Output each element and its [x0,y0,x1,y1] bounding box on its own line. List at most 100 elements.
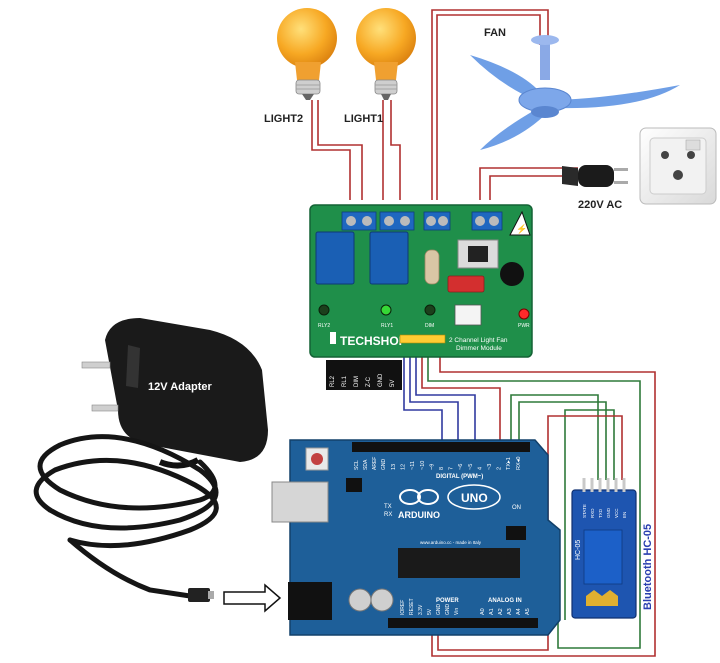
wire-ac-a [479,167,578,200]
wire-gnd-mod [427,355,641,649]
adapter-cable [33,434,219,599]
digital-header [352,442,530,452]
hc05-pin [614,478,618,492]
wire-zc [421,355,501,440]
fan-label: FAN [484,27,506,39]
wire-dim [415,355,476,440]
digital-pin-label: 8 [439,467,445,470]
hc05-pin [582,478,586,492]
adapter-label: 12V Adapter [148,381,213,393]
ceiling-fan [470,35,680,150]
adapter-prong-2 [91,404,119,412]
light2-bulb [277,8,337,100]
digital-header-label: DIGITAL (PWM~) [436,474,483,480]
dc-barrel-plug [188,588,210,602]
wire-fan-b [436,14,541,200]
ac-socket [639,127,717,205]
analog-pin-label: A1 [489,608,495,615]
power-pin-label: GND [445,604,451,616]
bluetooth-label: Bluetooth HC-05 [642,524,654,610]
module-header [399,334,446,344]
module-brand: TECHSHOP [340,334,407,348]
arduino-model: UNO [461,491,488,505]
digital-pin-label: ~3 [487,464,493,470]
dimmer-module: ⚡ RLY2 RLY1 DIM PWR TECHSHOP 2 Channel L… [309,204,533,358]
hc05-pin-label: STATE [582,504,587,518]
wire-light2-a [311,100,351,200]
usb-port [271,481,329,523]
module-title-1: 2 Channel Light Fan [449,337,508,344]
led-label-pwr: PWR [518,323,530,329]
top-left-pin-label: SCL [354,460,360,470]
led-label-dim: DIM [425,323,434,329]
led-label-rly2: RLY2 [318,323,330,329]
module-pin-label: RL1 [342,375,348,387]
hc05-pin-label: RXD [590,508,595,518]
ac-plug [562,165,628,187]
module-title-2: Dimmer Module [456,345,502,352]
module-pin-label: 5V [390,380,396,387]
power-analog-header [388,618,538,628]
analog-pin-label: A0 [480,608,486,615]
hc05-pin [606,478,610,492]
rx-label: RX [384,512,392,518]
wire-light2-b [317,100,363,200]
analog-pin-label: A5 [525,608,531,615]
atmega-chip [398,548,520,578]
adapter-12v [81,318,268,469]
digital-pin-label: ~6 [458,464,464,470]
hc05-pin [622,478,626,492]
light1-bulb [356,8,416,100]
wire-bt-tx [518,401,607,480]
digital-pin-label: 7 [449,467,455,470]
led-label-rly1: RLY1 [381,323,393,329]
hc05-pin-label: TXD [598,508,603,518]
hc05-pin [590,478,594,492]
digital-pin-label: RX◂0 [516,457,522,470]
hc05-pin-label: EN [622,512,627,518]
on-label: ON [512,505,521,511]
arduino-website: www.arduino.cc - made in Italy [420,540,482,545]
digital-pin-label: 13 [391,464,397,470]
module-pin-label: Z-C [366,376,372,387]
capacitor [447,275,485,293]
wire-fan-a [431,9,549,200]
arduino-brand: ARDUINO [398,510,440,520]
module-pin-label: GND [378,373,384,387]
adapter-prong-1 [81,361,111,369]
light1-label: LIGHT1 [344,113,383,125]
top-left-pin-label: GND [381,459,387,471]
module-pin-label: RL2 [330,375,336,387]
digital-pin-label: ~11 [410,461,416,470]
digital-pin-label: ~9 [429,464,435,470]
power-pin-label: IOREF [400,600,406,615]
digital-pin-label: TX▸1 [506,457,512,470]
arrow-icon [223,583,282,613]
ac-label: 220V AC [578,199,622,211]
hc05-pin [598,478,602,492]
relay-2 [315,231,355,285]
analog-pin-label: A2 [498,608,504,615]
wire-rl2 [403,355,443,440]
top-left-pin-label: AREF [372,457,378,470]
power-pin-label: GND [436,604,442,616]
wire-bt-rx [510,394,599,480]
wire-ac-b [489,175,578,200]
light2-label: LIGHT2 [264,113,303,125]
digital-pin-label: ~10 [420,461,426,470]
dc-jack [288,582,332,620]
hc05-chip-label: HC-05 [575,540,582,560]
power-pin-label: 5V [427,608,433,615]
wire-light1-b [390,100,401,200]
module-pin-labels: RL2 RL1 DIM Z-C GND 5V [326,360,402,390]
reset-button [311,453,323,465]
digital-pin-label: 4 [477,467,483,470]
wire-5v-mod [431,355,656,657]
wire-bt-gnd [564,409,615,620]
digital-pin-label: ~5 [468,464,474,470]
module-pin-label: DIM [354,376,360,387]
digital-pin-label: 12 [401,464,407,470]
power-pin-label: RESET [409,598,415,615]
